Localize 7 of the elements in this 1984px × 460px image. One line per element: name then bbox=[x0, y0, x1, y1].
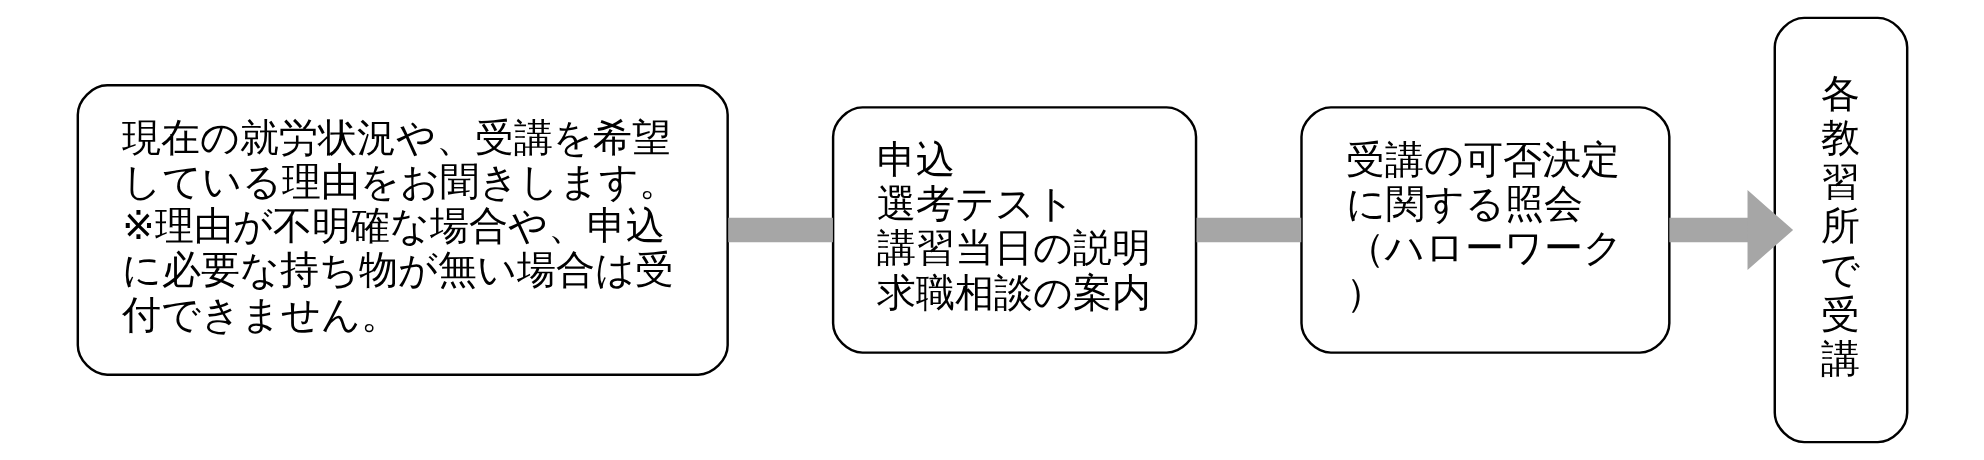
connector bbox=[1196, 217, 1301, 243]
arrow bbox=[1668, 190, 1793, 270]
node-box: 受講の可否決定に関する照会 （ハローワーク） bbox=[1299, 106, 1671, 354]
node-box: 各教習所で受講 bbox=[1773, 16, 1908, 444]
node-box: 現在の就労状況や、受講を希望している理由をお聞きします。 ※理由が不明確な場合や、申込に必要な持ち物が無い場合は受付できません。 bbox=[76, 84, 729, 376]
connector bbox=[727, 217, 833, 243]
node-box: 申込 選考テスト 講習当日の説明 求職相談の案内 bbox=[831, 106, 1197, 354]
